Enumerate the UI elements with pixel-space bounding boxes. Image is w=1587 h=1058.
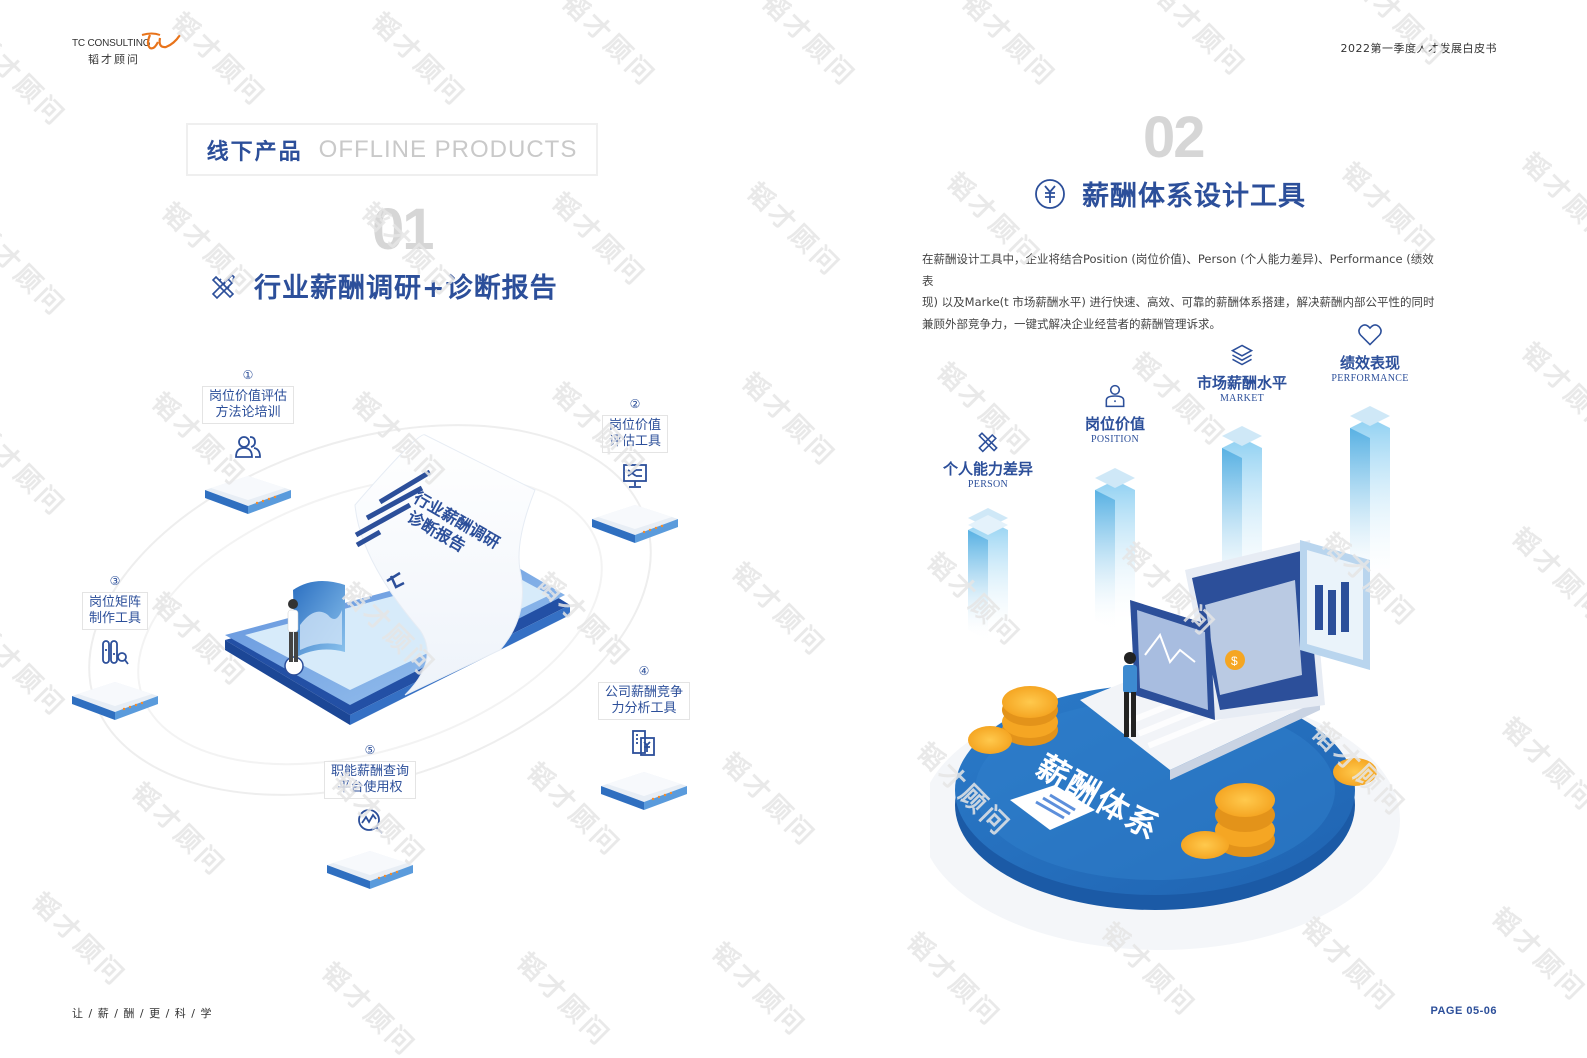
pedestal-icon — [592, 505, 678, 543]
pencil-ruler-icon — [211, 273, 235, 299]
paragraph-line: 兼顾外部竞争力，一键式解决企业经营者的薪酬管理诉求。 — [922, 316, 1221, 331]
watermark: 韬才顾问 — [1515, 147, 1587, 254]
item-label: 职能薪酬查询平台使用权 — [323, 761, 416, 799]
section-title-text: 行业薪酬调研+诊断报告 — [254, 273, 558, 304]
page-number: PAGE 05-06 — [1430, 1005, 1497, 1017]
item-label: 岗位价值评估工具 — [601, 415, 668, 453]
watermark: 韬才顾问 — [725, 557, 832, 664]
paragraph-line: 在薪酬设计工具中，企业将结合Position (岗位价值)、Person (个人… — [922, 252, 1434, 288]
logo-mark-icon — [141, 32, 181, 50]
watermark: 韬才顾问 — [755, 0, 862, 94]
watermark: 韬才顾问 — [1145, 0, 1252, 84]
logo-english-text: TC CONSULTING — [72, 38, 151, 49]
section-title: 薪酬体系设计工具 — [1034, 174, 1306, 213]
item-label: 岗位价值评估方法论培训 — [201, 386, 294, 424]
pedestal-icon — [205, 476, 291, 514]
watermark: 韬才顾问 — [545, 187, 652, 294]
person-badge-icon — [1105, 384, 1125, 408]
logo-chinese-text: 韬才顾问 — [88, 53, 140, 66]
item-index: ④ — [638, 664, 650, 678]
watermark: 韬才顾问 — [1495, 712, 1587, 819]
layers-icon — [1230, 344, 1254, 366]
product-item-2: ② 岗位价值评估工具 — [585, 397, 685, 547]
pedestal-icon — [327, 851, 413, 889]
pedestal-icon — [72, 682, 158, 720]
pillar-position: 岗位价值 POSITION — [1065, 383, 1165, 445]
pillar-market: 市场薪酬水平 MARKET — [1192, 342, 1292, 404]
pillar-person: 个人能力差异 PERSON — [938, 428, 1038, 490]
pillar-en: PERFORMANCE — [1331, 373, 1409, 384]
watermark: 韬才顾问 — [1485, 902, 1587, 1009]
pencil-ruler-icon — [978, 432, 998, 453]
product-item-5: ⑤ 职能薪酬查询平台使用权 — [320, 743, 420, 893]
item-index: ③ — [109, 574, 121, 588]
matrix-search-icon — [102, 640, 129, 665]
section-banner-en: OFFLINE PRODUCTS — [318, 135, 578, 163]
product-item-1: ① 岗位价值评估方法论培训 — [198, 368, 298, 518]
watermark: 韬才顾问 — [555, 0, 662, 94]
watermark: 韬才顾问 — [0, 217, 72, 324]
watermark: 韬才顾问 — [0, 27, 72, 134]
description-paragraph: 在薪酬设计工具中，企业将结合Position (岗位价值)、Person (个人… — [922, 249, 1442, 335]
pillar-cn: 绩效表现 — [1339, 354, 1400, 372]
document-title: 2022第一季度人才发展白皮书 — [1340, 42, 1497, 55]
section-title: 行业薪酬调研+诊断报告 — [208, 266, 558, 305]
report-illustration — [88, 424, 652, 796]
monitor-icon — [623, 464, 647, 488]
watermark: 韬才顾问 — [510, 947, 617, 1054]
watermark: 韬才顾问 — [715, 747, 822, 854]
pillar-performance: 绩效表现 PERFORMANCE — [1320, 322, 1420, 384]
watermark: 韬才顾问 — [1345, 0, 1452, 74]
yuan-circle-icon — [1035, 178, 1065, 209]
watermark: 韬才顾问 — [735, 367, 842, 474]
chart-search-icon — [358, 809, 383, 834]
footer-slogan: 让 / 薪 / 酬 / 更 / 科 / 学 — [72, 1007, 213, 1020]
section-title-text: 薪酬体系设计工具 — [1082, 181, 1306, 212]
pillar-en: PERSON — [967, 479, 1009, 490]
section-banner: 线下产品 OFFLINE PRODUCTS — [186, 123, 598, 176]
pillar-cn: 岗位价值 — [1084, 415, 1145, 433]
building-yuan-icon — [632, 730, 655, 756]
item-index: ① — [242, 368, 254, 382]
pillar-en: MARKET — [1219, 393, 1265, 404]
watermark: 韬才顾问 — [955, 0, 1062, 94]
product-item-3: ③ 岗位矩阵制作工具 — [65, 574, 165, 724]
pillar-cn: 市场薪酬水平 — [1196, 374, 1287, 392]
section-number: 01 — [372, 197, 434, 262]
coin-stacks — [968, 686, 1377, 859]
section-number: 02 — [1143, 105, 1205, 170]
watermark: 韬才顾问 — [1515, 337, 1587, 444]
heart-icon — [1358, 324, 1382, 346]
item-index: ⑤ — [364, 743, 376, 757]
watermark: 韬才顾问 — [365, 7, 472, 114]
company-logo: TC CONSULTING 韬才顾问 — [72, 32, 181, 67]
watermark: 韬才顾问 — [705, 937, 812, 1044]
pillar-cn: 个人能力差异 — [942, 460, 1033, 478]
item-label: 公司薪酬竞争力分析工具 — [597, 682, 690, 720]
section-banner-cn: 线下产品 — [206, 139, 303, 165]
paragraph-line: 现) 以及Marke(t 市场薪酬水平) 进行快速、高效、可靠的薪酬体系搭建，解… — [922, 295, 1435, 309]
pedestal-icon — [601, 772, 687, 810]
item-label: 岗位矩阵制作工具 — [81, 592, 148, 630]
svg-text:$: $ — [1231, 654, 1238, 668]
watermark: 韬才顾问 — [1505, 522, 1587, 629]
watermark: 韬才顾问 — [740, 177, 847, 284]
pillar-en: POSITION — [1091, 434, 1139, 445]
salary-system-illustration: $ — [930, 406, 1400, 950]
watermark: 韬才顾问 — [165, 7, 272, 114]
watermark: 韬才顾问 — [1335, 157, 1442, 264]
product-item-4: ④ 公司薪酬竞争力分析工具 — [594, 664, 694, 814]
users-icon — [235, 436, 261, 458]
watermark: 韬才顾问 — [315, 957, 422, 1058]
item-index: ② — [629, 397, 641, 411]
